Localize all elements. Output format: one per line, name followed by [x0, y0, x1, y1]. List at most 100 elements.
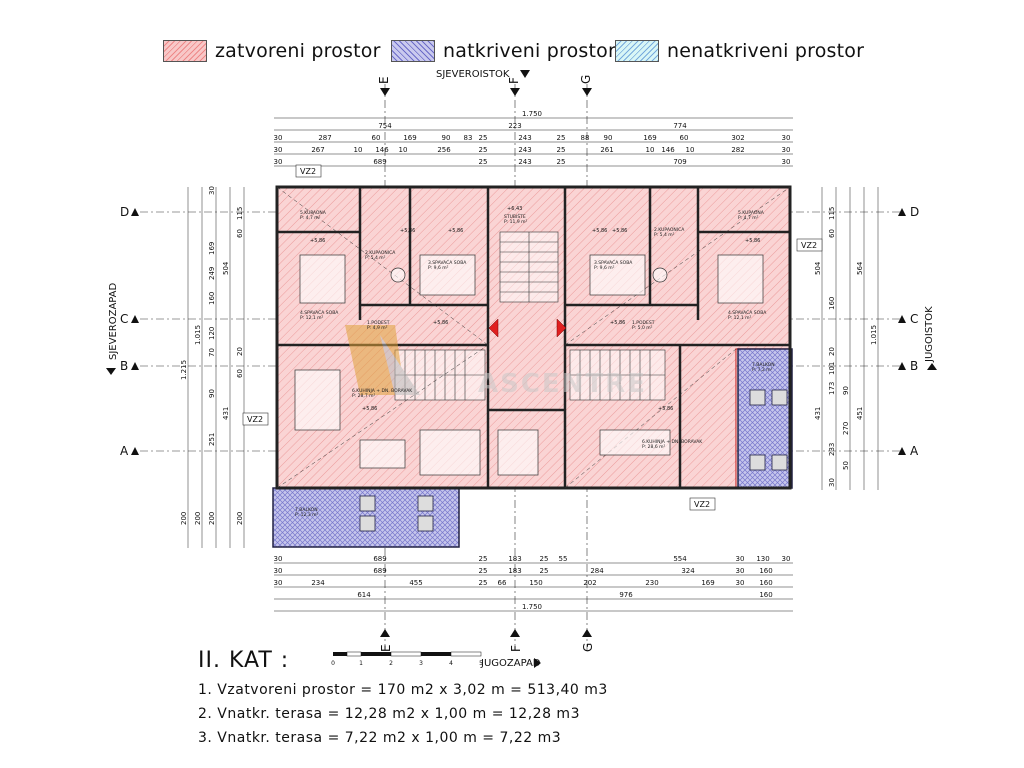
- furniture: [294, 254, 764, 476]
- dims-top-text: 1.750 754 223 774 30 287 60 169 90 83 25…: [274, 110, 791, 166]
- dim-top-r3-9: 261: [600, 146, 613, 154]
- dim-left-16: 60: [236, 369, 244, 378]
- level-markers: +5,86 +5,86 +5,86 +6,43 +5,86 +5,86 +5,8…: [310, 206, 760, 412]
- level-3: +6,43: [507, 206, 522, 212]
- level-7: +5,86: [362, 406, 377, 412]
- dim-right-15: 30: [828, 478, 836, 487]
- room-name-2: 3.SPAVAĆA SOBA: [428, 259, 467, 266]
- dim-left-8: 90: [208, 389, 216, 398]
- dim-bot-r1-2: 25: [479, 555, 488, 563]
- room-name-7: 4.SPAVAĆA SOBA: [300, 309, 339, 316]
- dim-top-r2-9: 88: [581, 134, 590, 142]
- dim-top-r2-0: 30: [274, 134, 283, 142]
- dim-top-r3-5: 256: [437, 146, 451, 154]
- dim-bot-r2-7: 30: [736, 567, 745, 575]
- room-name-1: 2.KUPAONICA: [365, 250, 396, 256]
- level-10: +5,86: [400, 228, 415, 234]
- dim-top-r2-14: 30: [782, 134, 791, 142]
- dim-top-r2-13: 302: [731, 134, 744, 142]
- dims-right-lines: [821, 187, 879, 490]
- room-area-13: P: 12,3 m²: [295, 512, 318, 518]
- dim-bot-r1-3: 183: [508, 555, 521, 563]
- dim-left-2: 504: [222, 261, 230, 275]
- dim-left-4d: 200: [236, 512, 244, 525]
- dim-bot-r1-5: 55: [559, 555, 568, 563]
- dim-top-r2-5: 83: [464, 134, 473, 142]
- dim-right-13: 20: [828, 347, 836, 356]
- dim-left-4: 200: [180, 512, 188, 525]
- legend-swatch-covered: [391, 40, 435, 62]
- dim-top-r3-13: 282: [731, 146, 744, 154]
- axis-label-C-right: C: [910, 312, 918, 326]
- dim-top-r4-1: 689: [373, 158, 386, 166]
- dim-left-14: 70: [208, 348, 216, 357]
- legend-swatch-open: [615, 40, 659, 62]
- dim-bot-r2-3: 183: [508, 567, 521, 575]
- dim-top-r3-7: 243: [518, 146, 531, 154]
- axis-label-C-left: C: [120, 312, 128, 326]
- scale-tick-4: 4: [449, 660, 453, 667]
- dim-left-10: 30: [208, 186, 216, 195]
- dim-top-r3-11: 146: [661, 146, 675, 154]
- dim-left-0: 1.215: [180, 360, 188, 380]
- calc-line-2: 2. Vnatkr. terasa = 12,28 m2 x 1,00 m = …: [198, 706, 580, 722]
- dim-left-4b: 200: [194, 512, 202, 525]
- dim-top-r2-1: 287: [318, 134, 331, 142]
- legend-label-open: nenatkriveni prostor: [667, 40, 865, 62]
- dim-bot-r3-1: 234: [311, 579, 325, 587]
- dim-top-r3-10: 10: [646, 146, 655, 154]
- room-name-10: 4.SPAVAĆA SOBA: [728, 309, 767, 316]
- dim-bot-r2-1: 689: [373, 567, 386, 575]
- legend-swatch-closed: [163, 40, 207, 62]
- dim-top-r4-3: 243: [518, 158, 531, 166]
- tag-vz2-1: VZ2: [300, 167, 316, 176]
- dim-top-r2-4: 90: [442, 134, 451, 142]
- dim-top-r3-3: 146: [375, 146, 389, 154]
- room-area-12: P: 28,6 m²: [642, 444, 665, 450]
- tag-vz2-3: VZ2: [247, 415, 263, 424]
- dim-top-r2-11: 169: [643, 134, 656, 142]
- dim-bot-r3-10: 160: [759, 579, 772, 587]
- dims-bottom-lines: [274, 562, 793, 612]
- legend-label-covered: natkriveni prostor: [443, 40, 616, 62]
- level-9: +5,86: [592, 228, 607, 234]
- room-name-4: 3.SPAVAĆA SOBA: [594, 259, 633, 266]
- dim-bot-r2-5: 284: [590, 567, 604, 575]
- scale-tick-0: 0: [331, 660, 335, 667]
- dim-bot-r1-8: 130: [756, 555, 769, 563]
- dim-right-0: 1.015: [870, 325, 878, 345]
- room-area-11: P: 28,7 m²: [352, 393, 375, 399]
- dim-right-7: 173: [828, 382, 836, 395]
- label-north: SJEVEROISTOK: [436, 69, 510, 80]
- vz2-tags: VZ2 VZ2 VZ2 VZ2: [242, 164, 823, 511]
- axis-label-B-left: B: [120, 359, 128, 373]
- tag-vz2-4: VZ2: [694, 500, 710, 509]
- dim-top-r3-8: 25: [557, 146, 566, 154]
- room-area-14: P: 7,2 m²: [752, 367, 773, 373]
- room-name-13: 7.BALKON: [295, 507, 318, 513]
- axis-label-A-left: A: [120, 444, 129, 458]
- room-area-0: P: 4,7 m²: [300, 215, 321, 221]
- floor-title: II. KAT :: [198, 648, 290, 673]
- room-area-5: P: 5,4 m²: [654, 232, 675, 238]
- legend-item-covered: natkriveni prostor: [391, 38, 616, 64]
- dim-bot-r1-9: 30: [782, 555, 791, 563]
- axis-label-B-right: B: [910, 359, 918, 373]
- axis-label-E-bottom: E: [379, 644, 393, 652]
- scale-tick-5: 5: [479, 660, 483, 667]
- dim-bot-r3-7: 230: [645, 579, 658, 587]
- dim-bot-r2-4: 25: [540, 567, 549, 575]
- dim-bot-r1-1: 689: [373, 555, 386, 563]
- dim-bot-total: 1.750: [522, 603, 542, 611]
- calc-line-1: 1. Vzatvoreni prostor = 170 m2 x 3,02 m …: [198, 682, 608, 698]
- room-area-4: P: 9,6 m²: [594, 265, 615, 271]
- legend-label-closed: zatvoreni prostor: [215, 40, 381, 62]
- dim-right-2: 504: [814, 261, 822, 275]
- dims-right-text: 1.015 564 504 451 431 270 233 173 160 90…: [814, 207, 878, 487]
- dim-left-4c: 200: [208, 512, 216, 525]
- dim-right-8: 160: [828, 297, 836, 310]
- room-name-12: 6.KUHINJA + DN. BORAVAK: [642, 439, 703, 445]
- legend-item-open: nenatkriveni prostor: [615, 38, 864, 64]
- dim-top-r4-4: 25: [557, 158, 566, 166]
